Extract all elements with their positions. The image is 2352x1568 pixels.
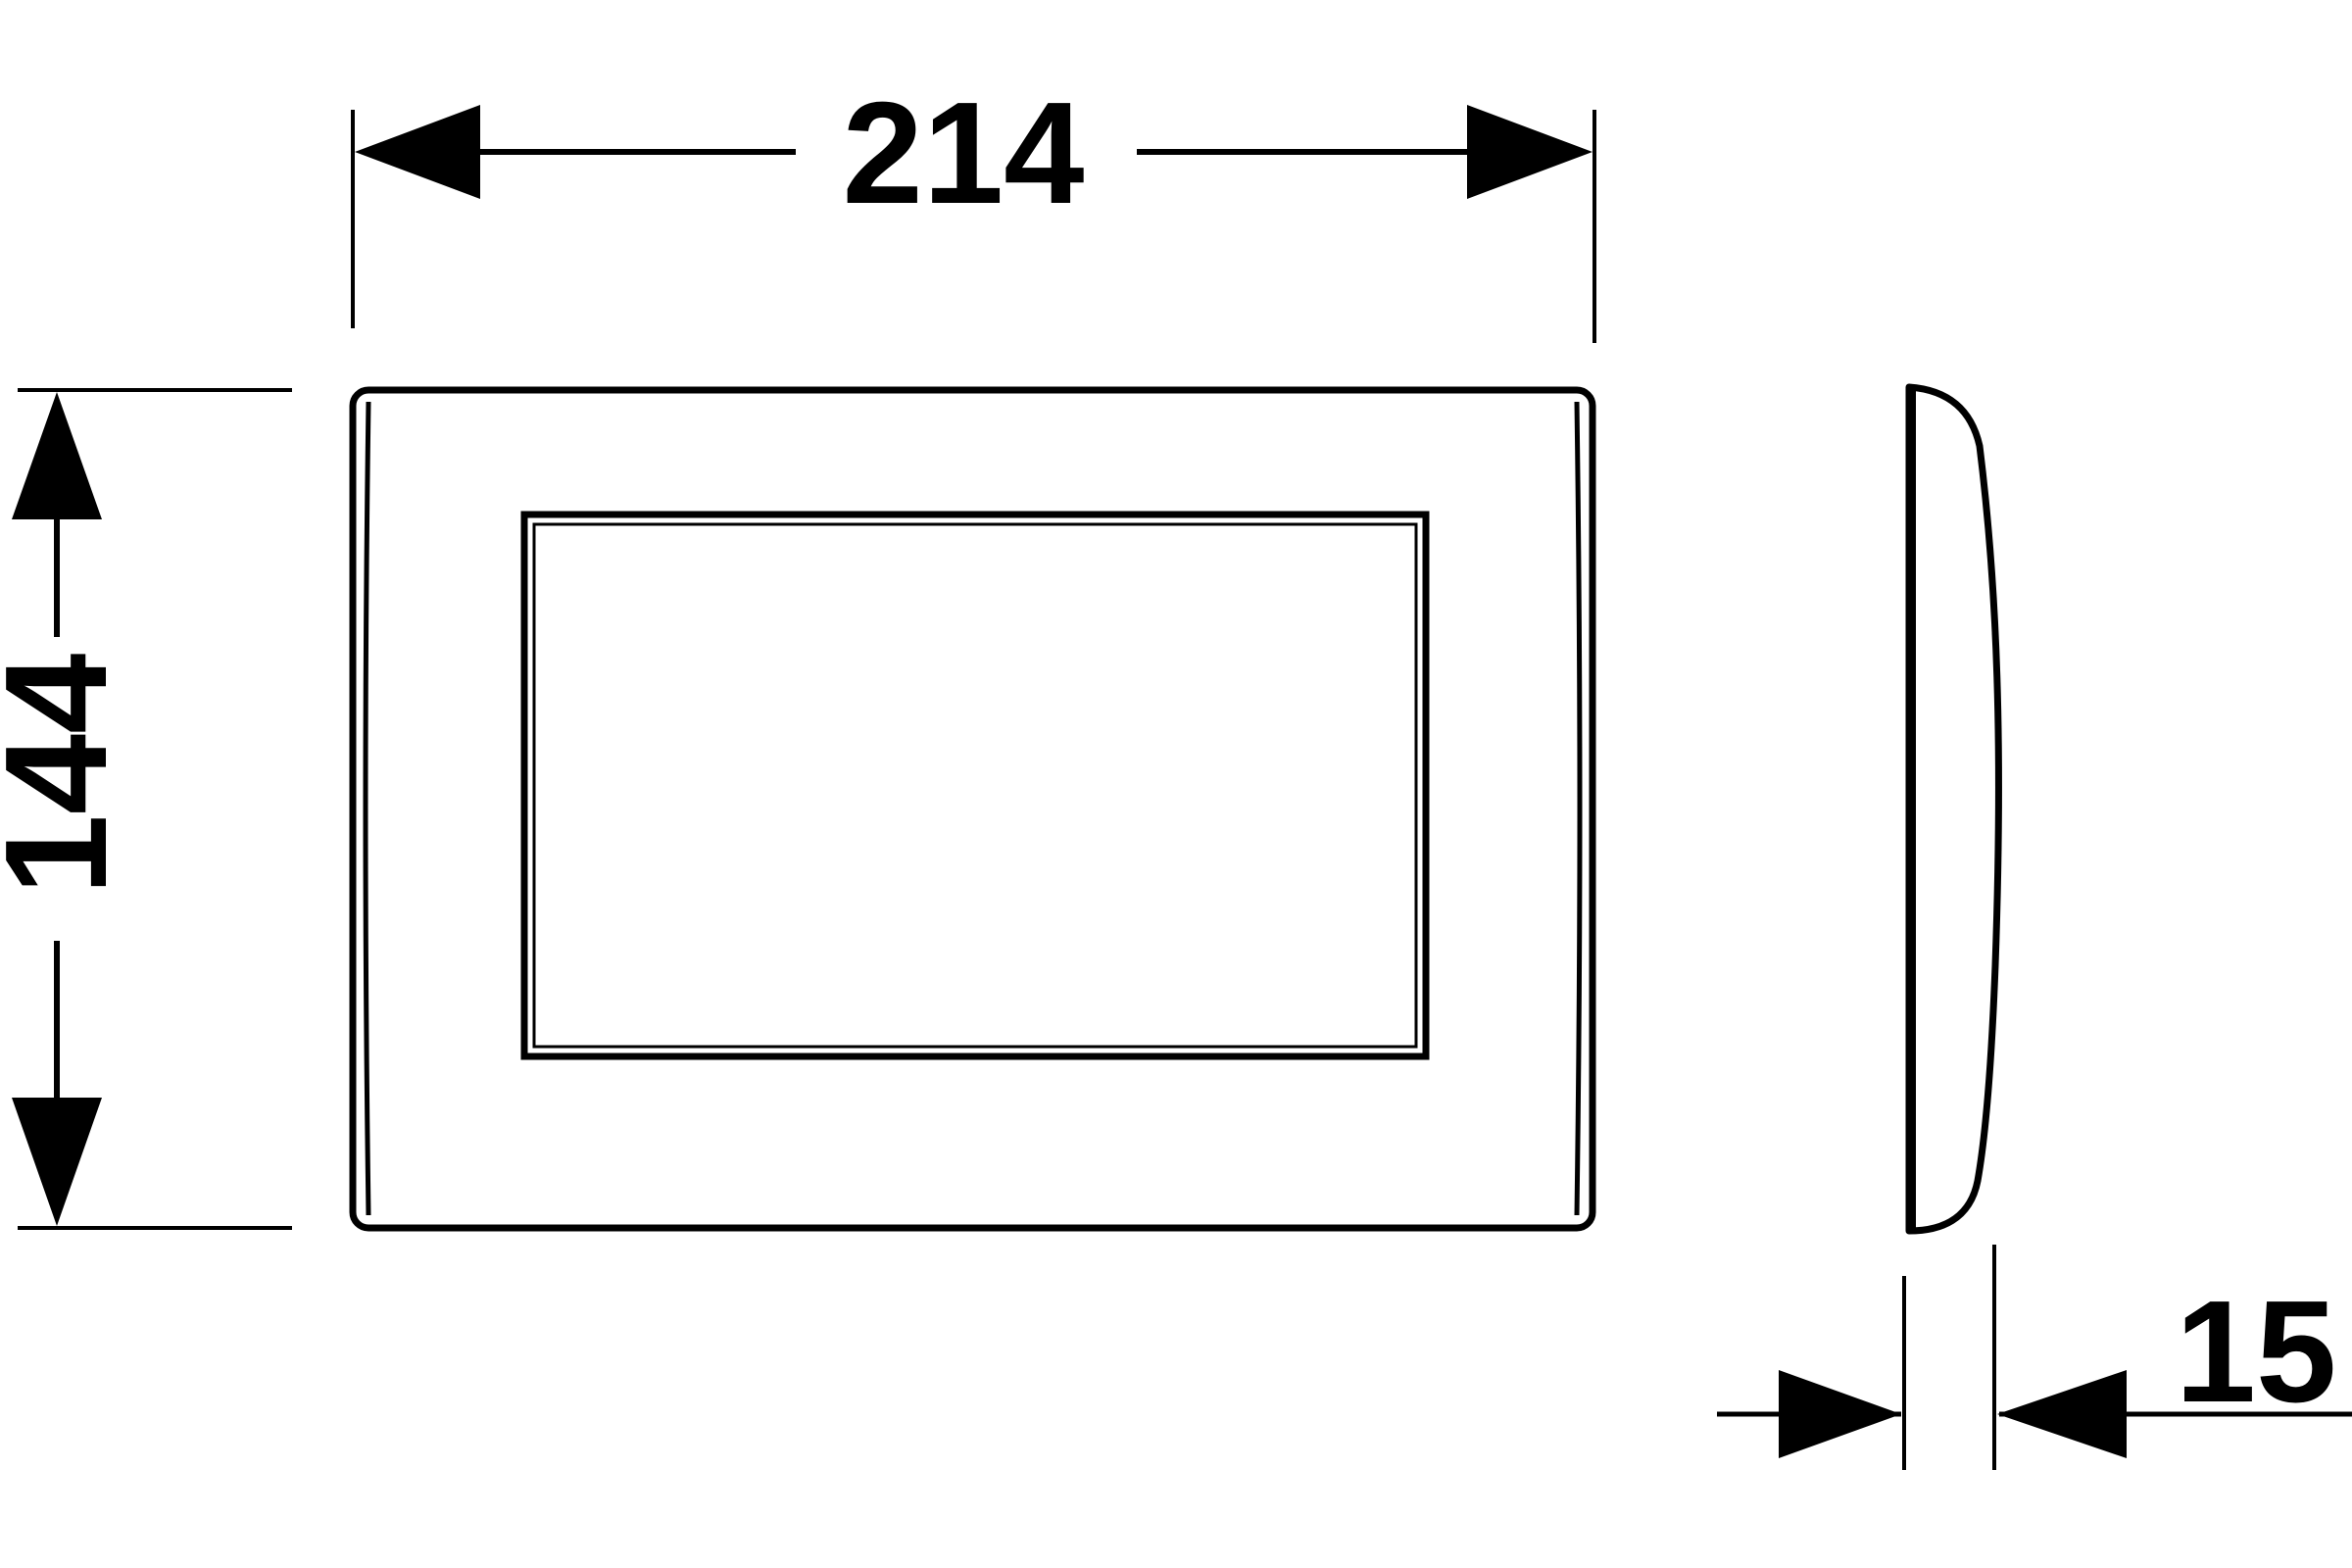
plate-outer-outline — [349, 386, 1596, 1232]
button-panel-outline — [520, 511, 1430, 1060]
plate-right-bevel — [1574, 401, 1583, 1216]
side-profile-outline — [1905, 383, 2002, 1235]
width-arrow-right — [1467, 105, 1592, 199]
depth-arrow-left — [1779, 1370, 1901, 1458]
height-arrow-bottom — [12, 1098, 102, 1226]
plate-left-bevel — [363, 401, 371, 1216]
height-dimension-label: 144 — [0, 654, 137, 896]
depth-dimension-label: 15 — [2176, 1271, 2337, 1433]
depth-arrow-right — [1997, 1370, 2127, 1458]
width-arrow-left — [355, 105, 480, 199]
button-panel-inner-outline — [532, 522, 1418, 1049]
height-arrow-top — [12, 392, 102, 519]
width-dimension-label: 214 — [843, 73, 1085, 234]
